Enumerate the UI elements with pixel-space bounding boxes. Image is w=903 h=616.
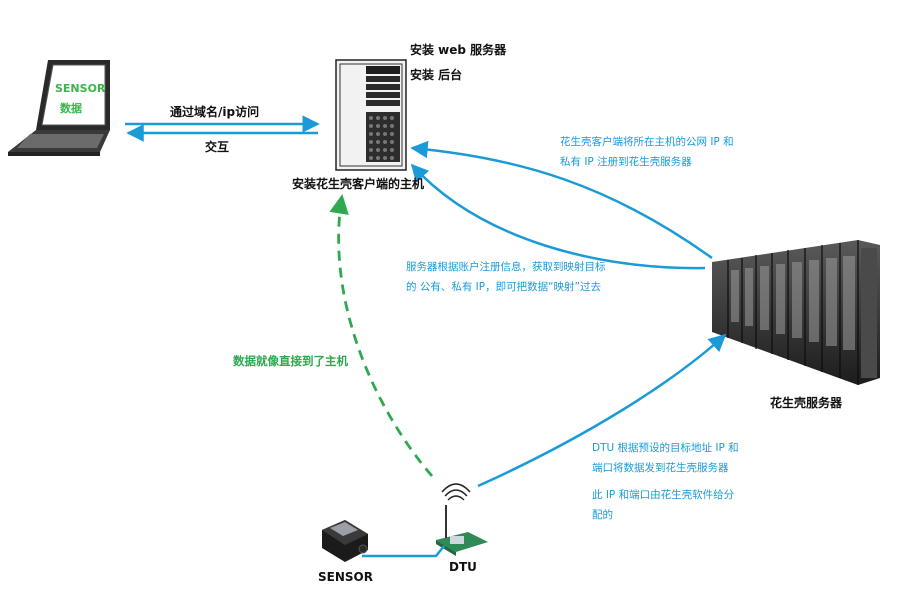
laptop-icon [8, 60, 110, 156]
mapping-arrow [410, 163, 706, 270]
mapping-note-2: 的 公有、私有 IP，即可把数据“映射”过去 [406, 281, 601, 293]
sensor-device-icon [322, 520, 368, 562]
link-label-bottom: 交互 [205, 140, 230, 154]
mapping-note-1: 服务器根据账户注册信息，获取到映射目标 [406, 261, 606, 273]
laptop-screen-text-2: 数据 [60, 102, 82, 115]
register-note-1: 花生壳客户端将所在主机的公网 IP 和 [560, 136, 734, 148]
dtu-to-server-arrow [477, 333, 727, 488]
dtu-device-icon [436, 505, 488, 556]
register-arrow [410, 140, 713, 260]
virtual-link-label: 数据就像直接到了主机 [233, 354, 348, 368]
title-line-2: 安装 后台 [410, 68, 463, 82]
dtu-note-3: 此 IP 和端口由花生壳软件给分 [592, 489, 735, 501]
sensor-cable [362, 545, 445, 558]
wireless-signal-icon [441, 483, 471, 501]
server-rack-icon [712, 240, 880, 385]
link-label-top: 通过域名/ip访问 [170, 105, 260, 119]
dtu-label: DTU [449, 560, 477, 574]
dtu-note-1: DTU 根据预设的目标地址 IP 和 [592, 442, 739, 454]
host-computer-icon [335, 59, 407, 171]
dtu-note-2: 端口将数据发到花生壳服务器 [592, 462, 729, 474]
host-label: 安装花生壳客户端的主机 [292, 177, 425, 191]
register-note-2: 私有 IP 注册到花生壳服务器 [560, 156, 692, 168]
title-line-1: 安装 web 服务器 [410, 43, 507, 57]
sensor-label: SENSOR [318, 570, 373, 584]
laptop-screen-text-1: SENSOR [55, 82, 106, 95]
dtu-note-4: 配的 [592, 509, 613, 521]
virtual-link-arrow [329, 194, 434, 477]
server-label: 花生壳服务器 [770, 396, 843, 410]
